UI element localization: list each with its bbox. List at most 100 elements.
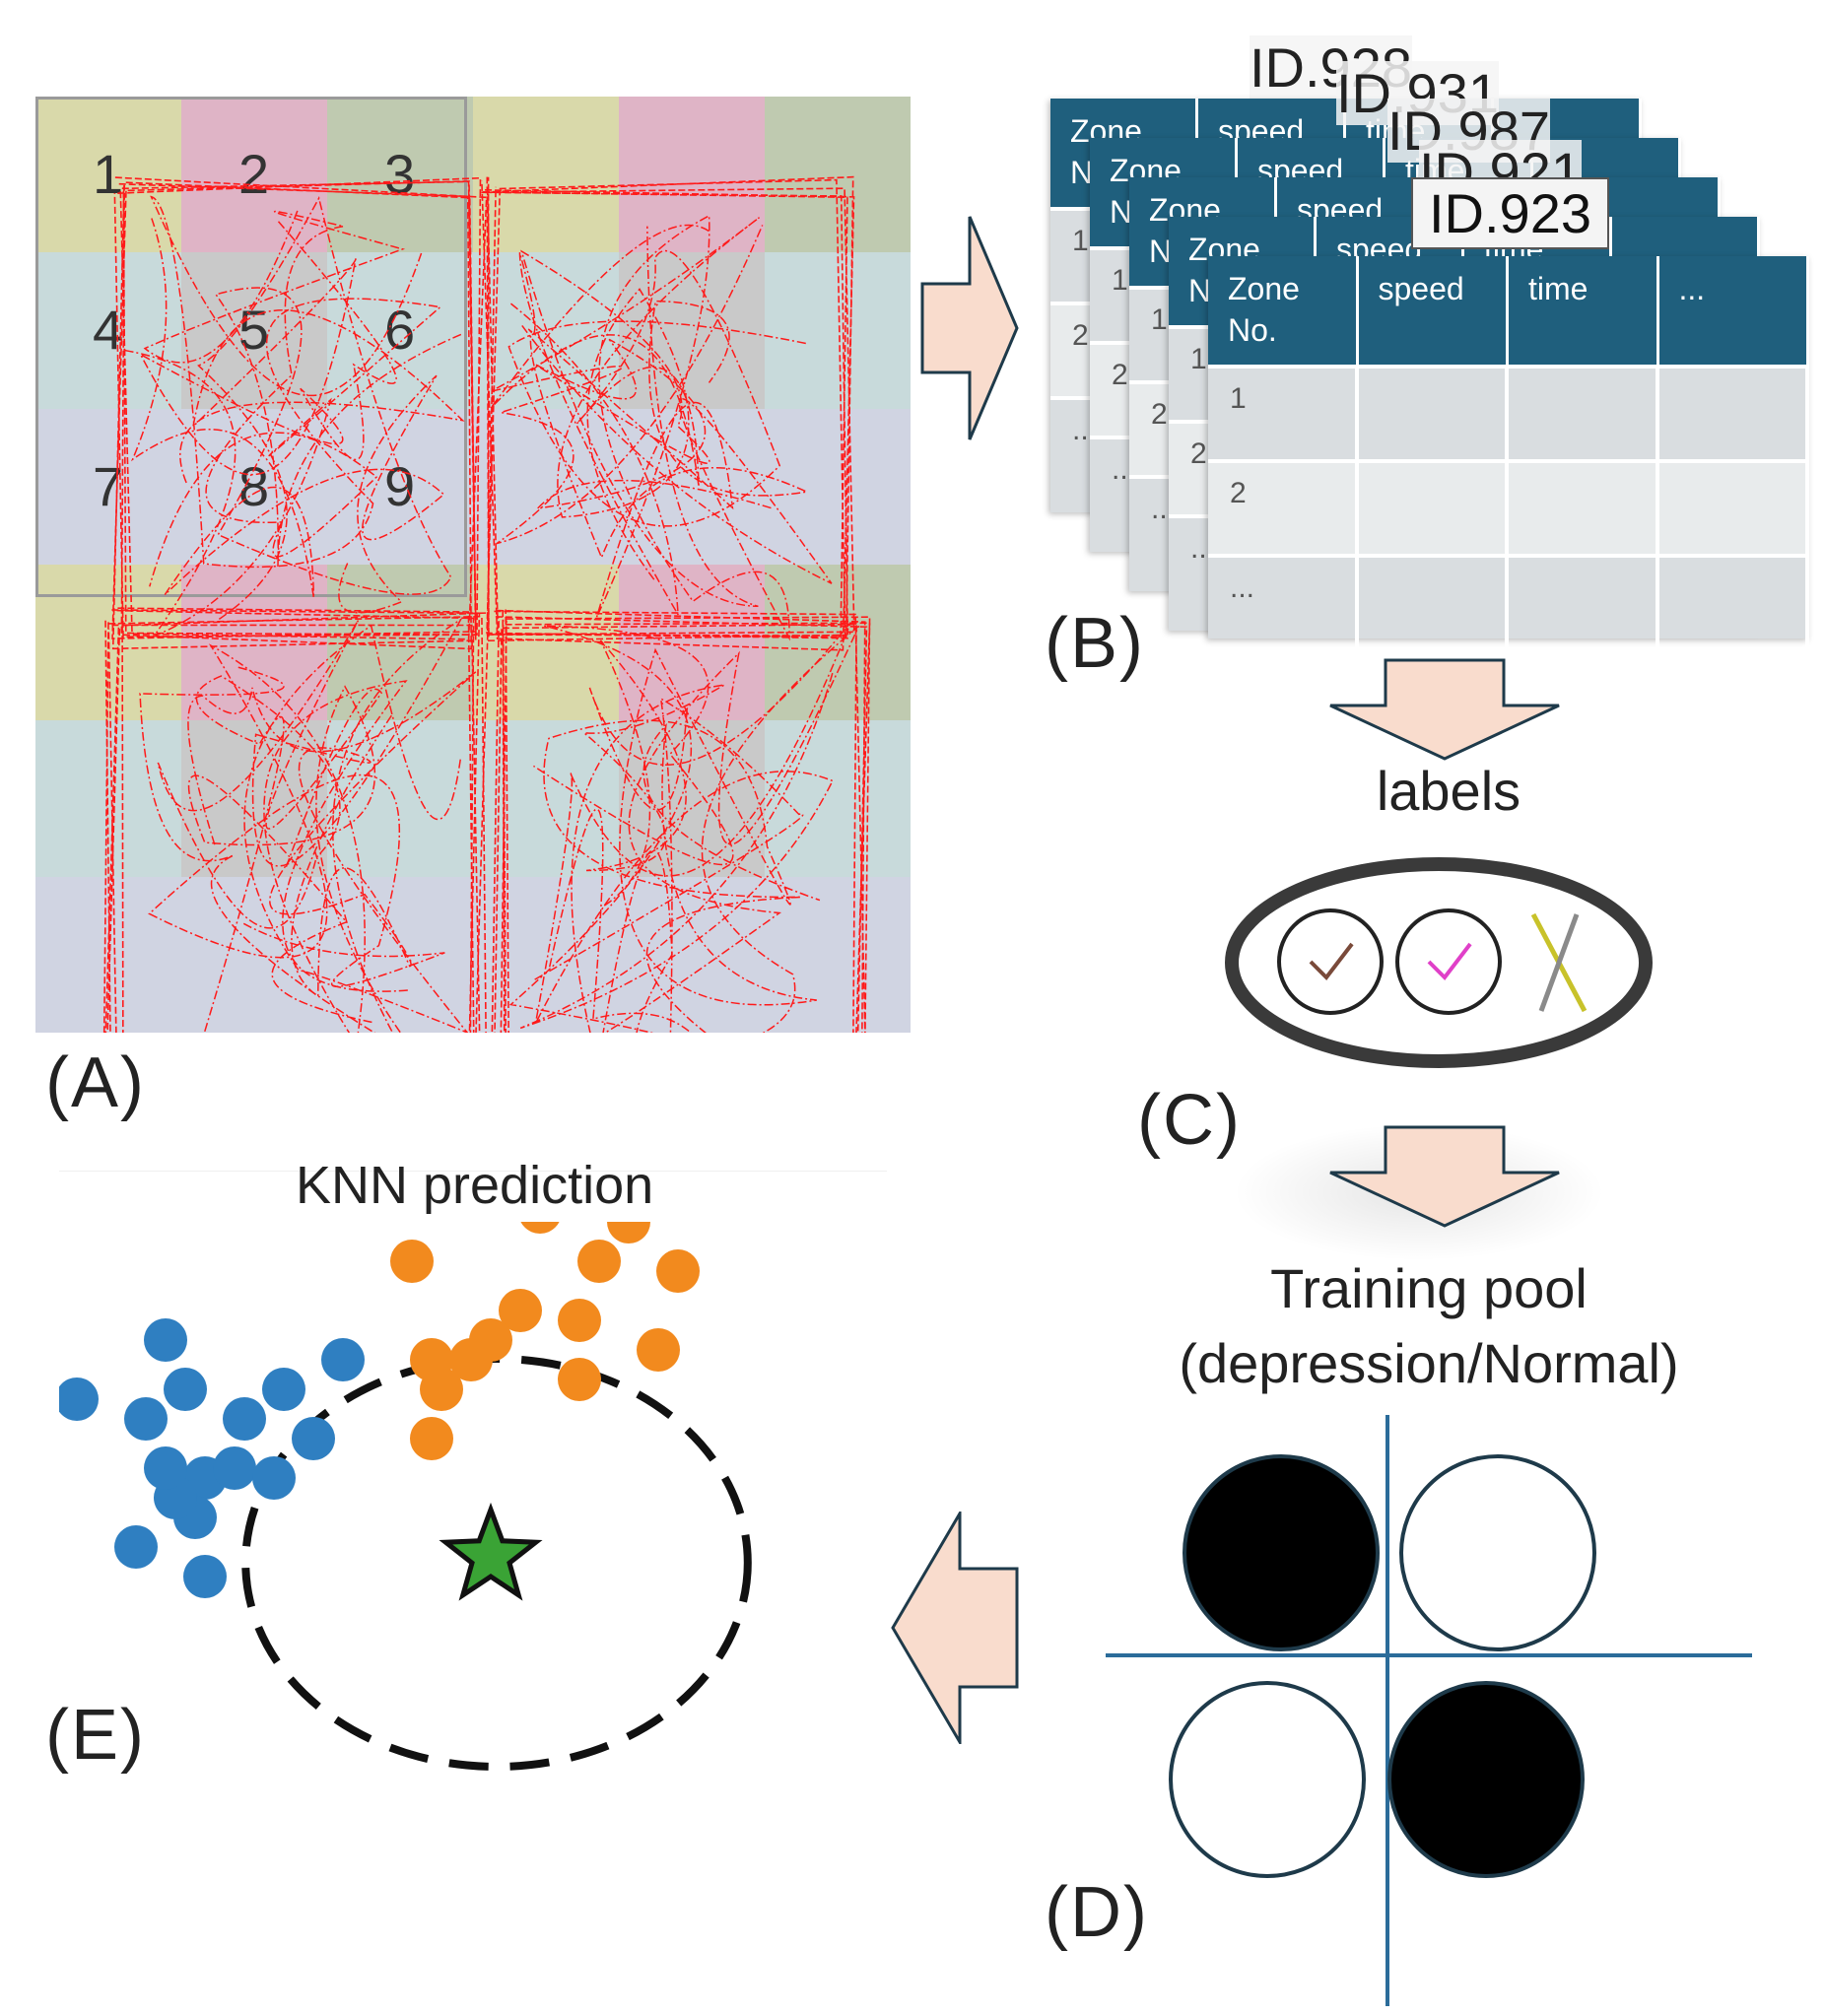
zone-cell [327, 252, 473, 409]
table-cell [1509, 463, 1659, 554]
zone-number: 5 [238, 299, 270, 362]
labels-caption: labels [1376, 760, 1521, 822]
zone-cell [327, 97, 473, 253]
down-arrow-icon [1329, 658, 1560, 761]
blue-class-point [144, 1318, 187, 1362]
blue-class-point [144, 1446, 187, 1490]
table-row: 1 [1208, 365, 1809, 459]
table-header-cell: Zone No. [1208, 256, 1359, 365]
training-pool-quadrants [1106, 1415, 1752, 2006]
blue-class-point [252, 1456, 296, 1500]
panel-label-d: (D) [1045, 1873, 1149, 1952]
table-row: ... [1208, 554, 1809, 648]
table-row: 2 [1208, 459, 1809, 554]
blue-class-point [321, 1338, 365, 1381]
orange-class-point [410, 1417, 453, 1460]
orange-class-point [520, 1222, 560, 1234]
blue-class-point [59, 1378, 99, 1421]
orange-class-point [607, 1222, 650, 1243]
animal-id-tag: ID.923 [1411, 177, 1609, 249]
table-cell: ... [1208, 558, 1359, 648]
blue-class-point [183, 1555, 227, 1598]
zone-grid [35, 97, 911, 1033]
table-cell [1509, 369, 1659, 459]
orange-class-point [577, 1240, 621, 1283]
zone-grid-outline [35, 97, 467, 597]
normal-sample-circle [1399, 1454, 1596, 1651]
blue-class-point [164, 1368, 207, 1411]
zone-cell [35, 252, 181, 409]
label-set-ellipse [1225, 857, 1653, 1068]
cross-mark-icon [1530, 912, 1588, 1013]
table-cell: 2 [1208, 463, 1359, 554]
zone-cell [181, 252, 327, 409]
check-mark-icon [1277, 908, 1384, 1015]
right-arrow-icon [920, 216, 1019, 440]
depression-sample-circle [1183, 1454, 1380, 1651]
zone-number: 9 [384, 454, 416, 517]
blue-class-point [292, 1417, 335, 1460]
training-pool-title: Training pool [1270, 1257, 1588, 1319]
zone-cell [473, 97, 619, 253]
zone-cell [181, 97, 327, 253]
zone-cell [35, 408, 181, 565]
down-arrow-icon [1329, 1125, 1560, 1228]
blue-class-point [262, 1368, 305, 1411]
table-cell: 1 [1208, 369, 1359, 459]
orange-class-point [558, 1358, 601, 1401]
plot-top-border [59, 1171, 887, 1172]
zone-cell [619, 720, 765, 877]
blue-class-point [124, 1397, 168, 1441]
table-header-cell: time [1509, 256, 1659, 365]
zone-number: 1 [93, 143, 124, 205]
table-cell [1659, 463, 1809, 554]
knn-title: KNN prediction [296, 1156, 654, 1215]
zone-cell [327, 408, 473, 565]
orange-class-point [637, 1328, 680, 1372]
panel-label-e: (E) [45, 1696, 146, 1775]
panel-label-b: (B) [1045, 604, 1145, 683]
orange-class-point [420, 1368, 463, 1411]
table-cell [1659, 558, 1809, 648]
query-star-icon [439, 1502, 543, 1601]
blue-class-point [213, 1446, 256, 1490]
left-arrow-icon [891, 1512, 1019, 1744]
zone-cell [765, 564, 911, 721]
table-cell [1359, 558, 1509, 648]
zone-cell [765, 97, 911, 253]
blue-class-point [114, 1525, 158, 1569]
arena-trajectory [102, 607, 490, 1033]
zone-cell [765, 408, 911, 565]
zone-number: 8 [238, 454, 270, 517]
table-header-cell: speed [1359, 256, 1509, 365]
table-cell [1659, 369, 1809, 459]
training-pool-subtitle: (depression/Normal) [1179, 1332, 1679, 1394]
orange-class-point [390, 1240, 434, 1283]
training-pool-caption: Training pool (depression/Normal) [1114, 1251, 1744, 1401]
zone-number: 2 [238, 143, 270, 205]
trajectory-tracks [102, 175, 871, 1033]
panel-label-a: (A) [45, 1043, 146, 1122]
orange-class-point [499, 1289, 542, 1332]
zone-cell [35, 97, 181, 253]
panel-label-c: (C) [1137, 1081, 1242, 1160]
orange-class-point [449, 1338, 493, 1381]
knn-scatter-plot [59, 1222, 752, 1771]
table-header-cell: ... [1659, 256, 1809, 365]
arena-trajectory [491, 609, 871, 1033]
arena-trajectory [111, 176, 488, 650]
depression-sample-circle [1387, 1681, 1585, 1878]
zone-cell [619, 876, 765, 1033]
orange-class-point [558, 1299, 601, 1342]
check-mark-icon [1395, 908, 1502, 1015]
zone-cell [619, 97, 765, 253]
table-cell [1359, 369, 1509, 459]
blue-class-point [223, 1397, 266, 1441]
arena-trajectory [481, 175, 855, 651]
zone-number: 6 [384, 299, 416, 362]
zone-cell [619, 252, 765, 409]
orange-class-point [656, 1249, 700, 1293]
table-cell [1509, 558, 1659, 648]
table-cell [1359, 463, 1509, 554]
